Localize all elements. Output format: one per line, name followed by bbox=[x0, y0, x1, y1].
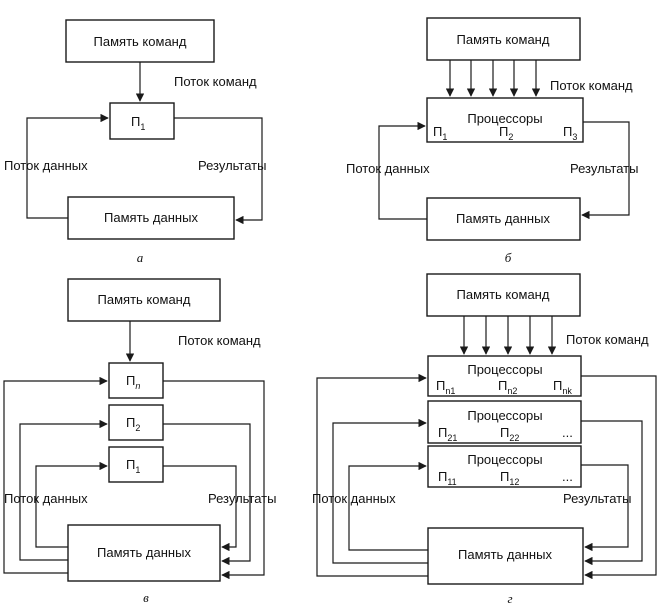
processor-label: П2 bbox=[499, 124, 513, 142]
processors-label: Процессоры bbox=[467, 452, 542, 467]
data-flow-line bbox=[26, 113, 109, 219]
instruction-memory-label: Память команд bbox=[98, 292, 191, 307]
instruction-memory-label: Память команд bbox=[94, 34, 187, 49]
caption-g: г bbox=[507, 591, 512, 606]
instruction-memory-box bbox=[65, 19, 215, 63]
data-flow-line bbox=[332, 418, 428, 564]
results-line bbox=[581, 464, 629, 552]
processor-box bbox=[109, 102, 175, 140]
processors-row-n-box bbox=[427, 355, 582, 397]
processor-label: П2 bbox=[126, 415, 140, 433]
instruction-flow-label: Поток команд bbox=[178, 333, 261, 348]
processor-label: П12 bbox=[500, 469, 519, 487]
data-flow-line bbox=[35, 461, 108, 548]
data-flow-label: Поток данных bbox=[4, 158, 88, 173]
data-memory-box bbox=[67, 524, 221, 582]
data-memory-box bbox=[426, 197, 581, 241]
instruction-flow-label: Поток команд bbox=[174, 74, 257, 89]
diagram-a: Память команд Поток команд П1 Память дан… bbox=[4, 19, 266, 265]
processor-label: Пn bbox=[126, 373, 140, 391]
processors-row-2-box bbox=[427, 400, 582, 444]
processor-label: П1 bbox=[126, 457, 140, 475]
data-flow-line bbox=[316, 373, 428, 577]
results-line bbox=[581, 420, 643, 566]
caption-a: а bbox=[137, 250, 144, 265]
processor-label: Пnk bbox=[553, 378, 572, 396]
data-flow-line bbox=[378, 121, 427, 220]
results-line bbox=[581, 121, 630, 220]
processor-label: П21 bbox=[438, 425, 457, 443]
processor-label: Пn2 bbox=[498, 378, 517, 396]
caption-v: в bbox=[143, 590, 149, 605]
data-memory-label: Память данных bbox=[458, 547, 552, 562]
ellipsis: ... bbox=[562, 469, 573, 484]
processors-label: Процессоры bbox=[467, 408, 542, 423]
data-flow-line bbox=[3, 376, 108, 574]
data-memory-box bbox=[427, 527, 584, 585]
processor-label: П11 bbox=[438, 469, 457, 487]
results-label: Результаты bbox=[563, 491, 631, 506]
processors-label: Процессоры bbox=[467, 362, 542, 377]
processors-box bbox=[426, 97, 584, 143]
instruction-memory-label: Память команд bbox=[457, 32, 550, 47]
diagram-b: Память команд Поток команд Процессоры П1… bbox=[346, 17, 638, 265]
instruction-memory-box bbox=[67, 278, 221, 322]
results-label: Результаты bbox=[198, 158, 266, 173]
instruction-flow-label: Поток команд bbox=[566, 332, 649, 347]
results-label: Результаты bbox=[208, 491, 276, 506]
diagram-g: Память команд Поток команд Процессоры Пn… bbox=[312, 273, 657, 606]
processor-label: Пn1 bbox=[436, 378, 455, 396]
instruction-memory-box bbox=[426, 273, 581, 317]
processor-2-box bbox=[108, 404, 164, 441]
data-flow-label: Поток данных bbox=[346, 161, 430, 176]
data-memory-label: Память данных bbox=[104, 210, 198, 225]
results-line bbox=[174, 117, 263, 225]
instruction-memory-label: Память команд bbox=[457, 287, 550, 302]
results-line bbox=[163, 423, 251, 566]
diagram-v: Память команд Поток команд Пn П2 П1 Памя… bbox=[3, 278, 276, 605]
results-label: Результаты bbox=[570, 161, 638, 176]
data-flow-label: Поток данных bbox=[4, 491, 88, 506]
data-flow-label: Поток данных bbox=[312, 491, 396, 506]
results-line bbox=[581, 375, 657, 580]
caption-b: б bbox=[505, 250, 512, 265]
processor-1-box bbox=[108, 446, 164, 483]
data-flow-line bbox=[348, 461, 428, 551]
data-memory-box bbox=[67, 196, 235, 240]
instruction-memory-box bbox=[426, 17, 581, 61]
results-line bbox=[163, 465, 237, 552]
processors-row-1-box bbox=[427, 445, 582, 488]
processor-label: П22 bbox=[500, 425, 519, 443]
data-memory-label: Память данных bbox=[456, 211, 550, 226]
processor-label: П1 bbox=[131, 114, 145, 132]
ellipsis: ... bbox=[562, 425, 573, 440]
processor-label: П1 bbox=[433, 124, 447, 142]
results-line bbox=[163, 380, 265, 580]
instruction-flow-label: Поток команд bbox=[550, 78, 633, 93]
processors-label: Процессоры bbox=[467, 111, 542, 126]
data-flow-line bbox=[19, 419, 108, 561]
processor-label: П3 bbox=[563, 124, 577, 142]
data-memory-label: Память данных bbox=[97, 545, 191, 560]
